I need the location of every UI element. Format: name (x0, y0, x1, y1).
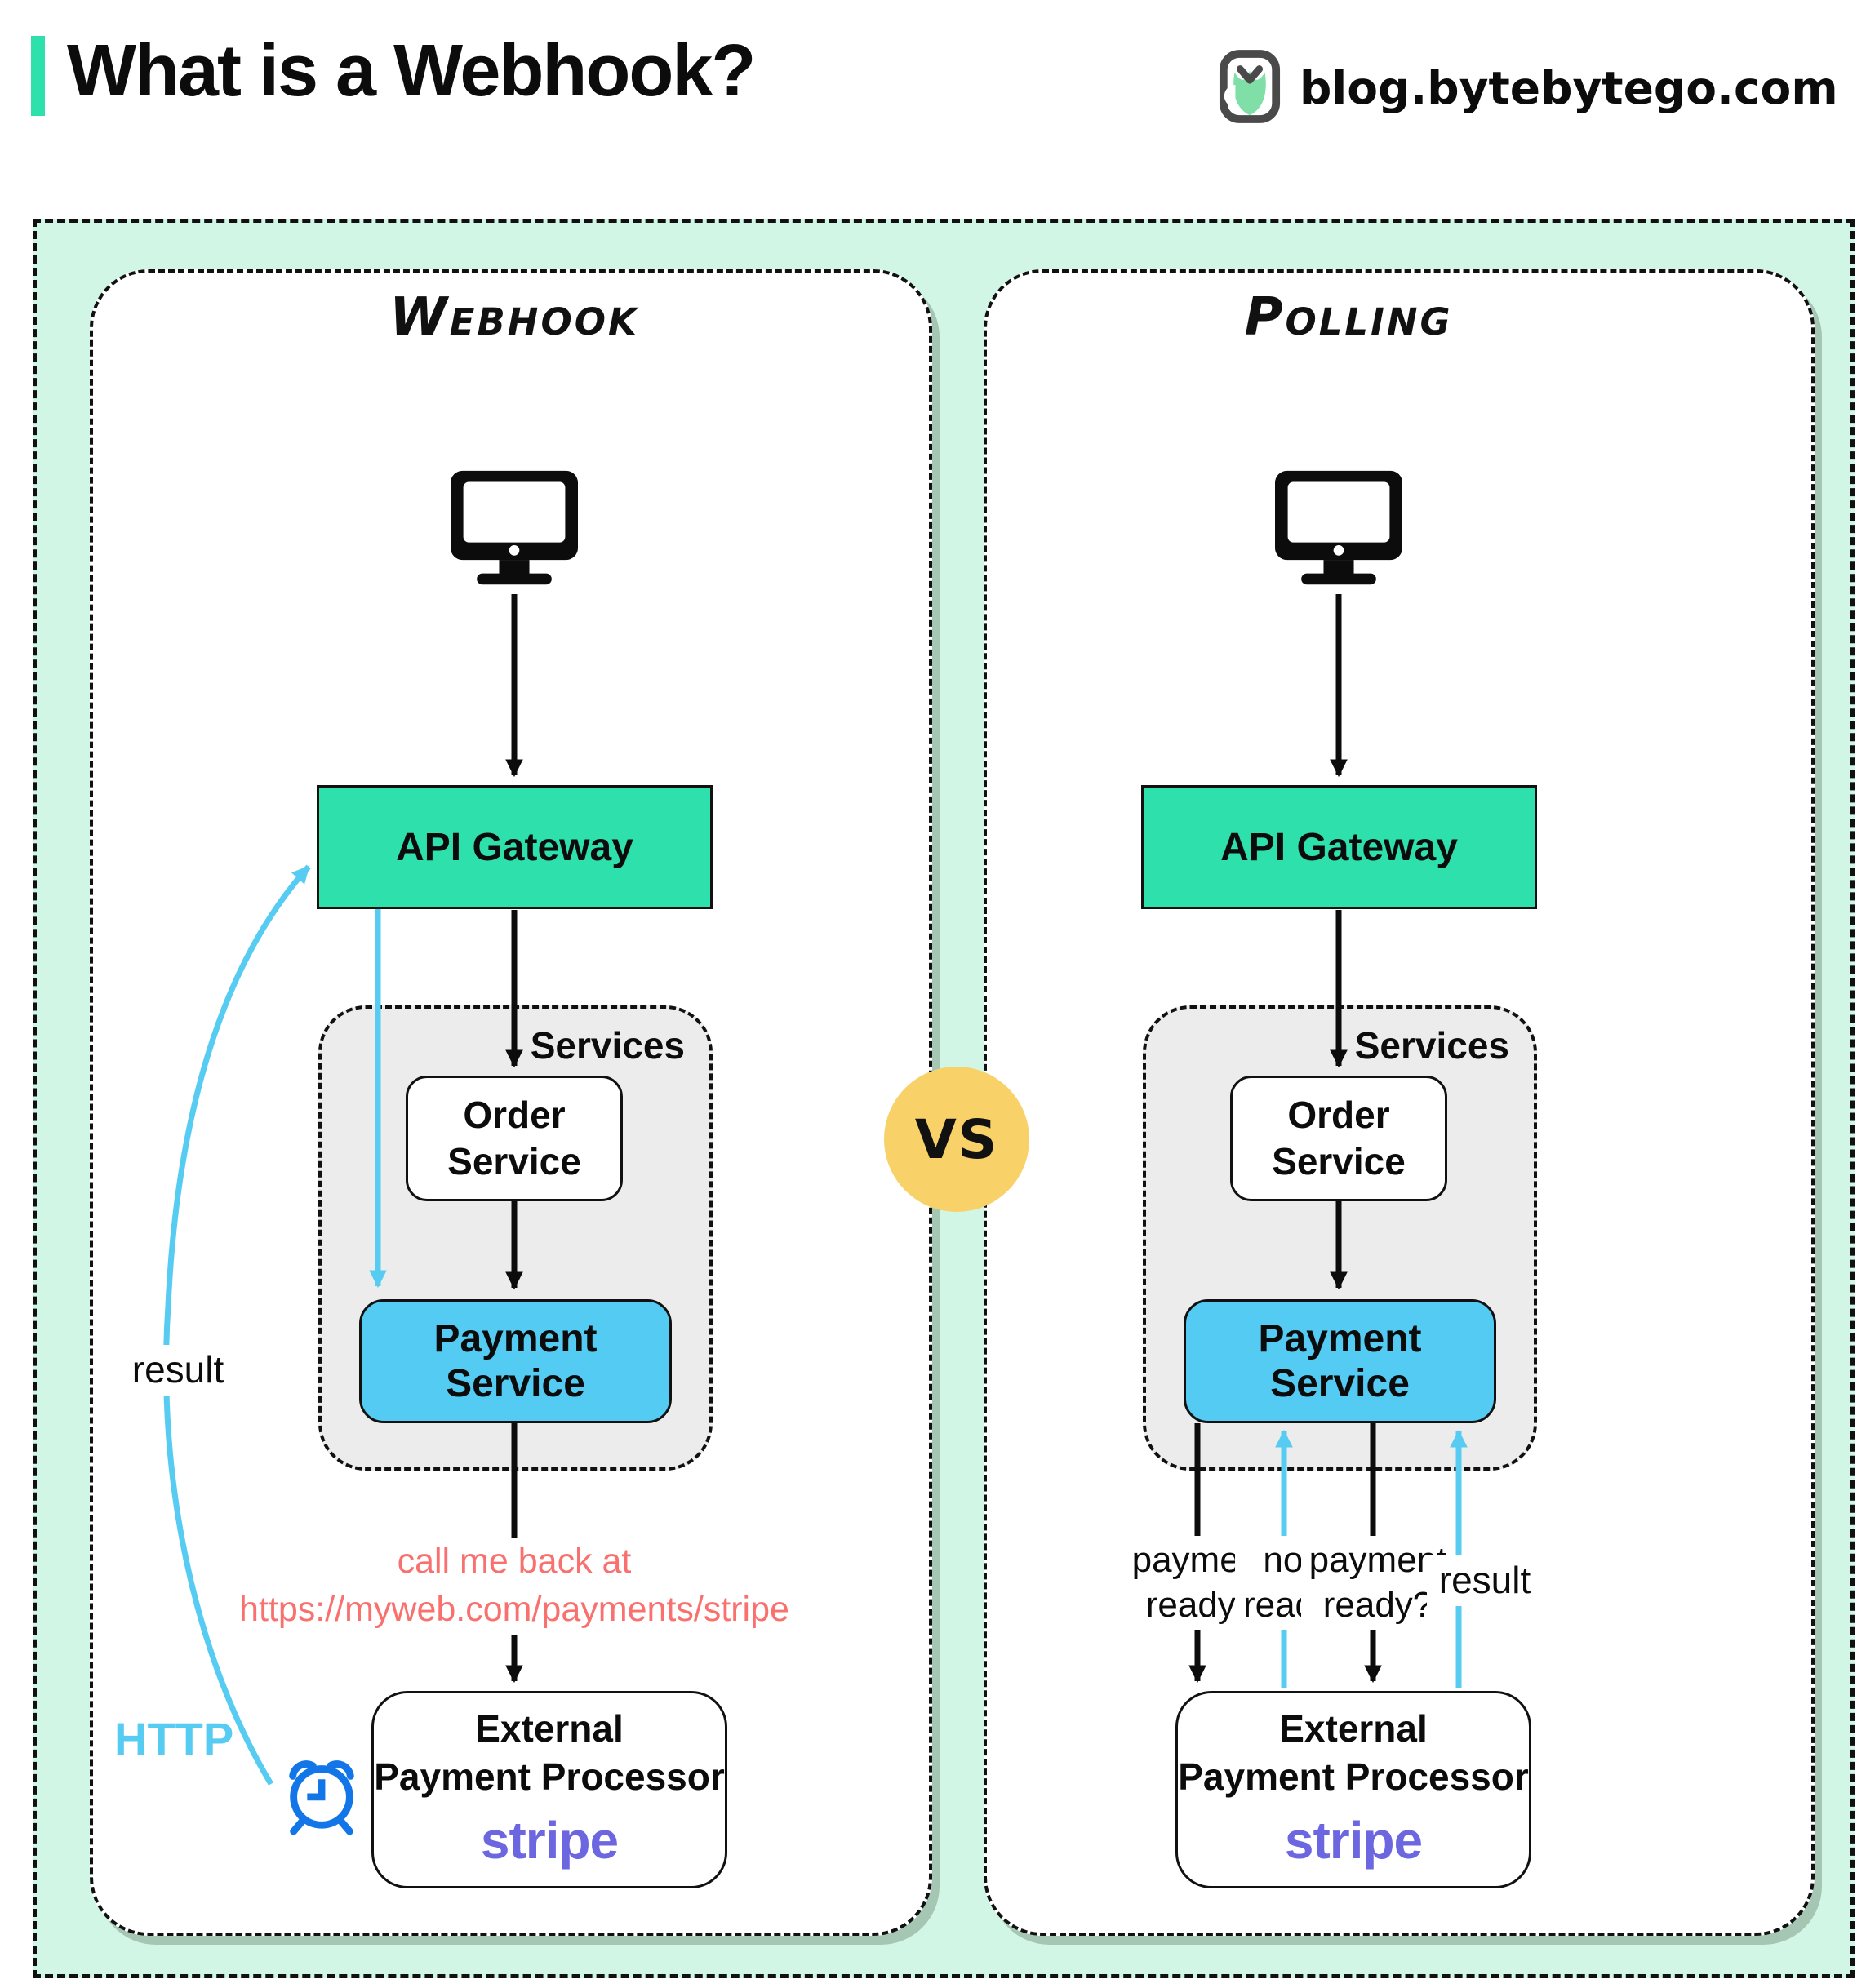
result-label-polling: result (1427, 1555, 1543, 1606)
http-label: HTTP (114, 1713, 234, 1764)
order-service-box-polling: Order Service (1230, 1076, 1447, 1201)
stripe-logo-text: stripe (480, 1811, 619, 1870)
payment-service-label: Payment Service (1258, 1317, 1422, 1405)
order-service-label-line2: Service (447, 1140, 581, 1183)
payment-service-label: Payment Service (433, 1317, 598, 1405)
callback-url: https://myweb.com/payments/stripe (239, 1590, 789, 1630)
alarm-clock-icon (289, 1760, 354, 1835)
order-service-label-line1: Order (1287, 1093, 1390, 1136)
vs-label: VS (914, 1107, 999, 1171)
external-processor-line1: External (1279, 1706, 1428, 1750)
services-label: Services (1354, 1024, 1509, 1067)
polling-panel-title: Polling (1244, 287, 1453, 348)
page-title: What is a Webhook? (67, 30, 756, 112)
external-processor-line1: External (475, 1706, 624, 1750)
vs-badge: VS (884, 1067, 1029, 1212)
api-gateway-box-webhook: API Gateway (317, 785, 713, 909)
webhook-panel-title: Webhook (389, 287, 639, 348)
api-gateway-label: API Gateway (396, 825, 633, 869)
api-gateway-box-polling: API Gateway (1141, 785, 1537, 909)
payment-service-box-polling: Payment Service (1184, 1299, 1496, 1423)
bytebytego-logo-icon (1219, 50, 1281, 123)
title-accent-bar (31, 36, 45, 116)
external-processor-box-polling: External Payment Processor stripe (1175, 1691, 1531, 1888)
poll-question-2-line1: payment (1308, 1540, 1447, 1580)
stripe-logo-text: stripe (1284, 1811, 1423, 1870)
computer-icon (1275, 470, 1402, 585)
services-label: Services (530, 1024, 685, 1067)
result-label-webhook: result (119, 1345, 237, 1396)
external-processor-line2: Payment Processor (374, 1755, 725, 1799)
poll-question-2-line2: ready? (1322, 1585, 1433, 1626)
logo-leaf-shape (1233, 70, 1266, 116)
computer-icon (451, 470, 578, 585)
order-service-box-webhook: Order Service (406, 1076, 623, 1201)
order-service-label-line2: Service (1272, 1140, 1406, 1183)
callback-note-line1: call me back at (397, 1542, 632, 1581)
order-service-label-line1: Order (463, 1093, 566, 1136)
external-processor-line2: Payment Processor (1178, 1755, 1529, 1799)
external-processor-box-webhook: External Payment Processor stripe (371, 1691, 727, 1888)
site-name: blog.bytebytego.com (1300, 62, 1838, 114)
payment-service-box-webhook: Payment Service (359, 1299, 672, 1423)
api-gateway-label: API Gateway (1220, 825, 1458, 869)
callback-note: call me back at https://myweb.com/paymen… (219, 1538, 810, 1635)
